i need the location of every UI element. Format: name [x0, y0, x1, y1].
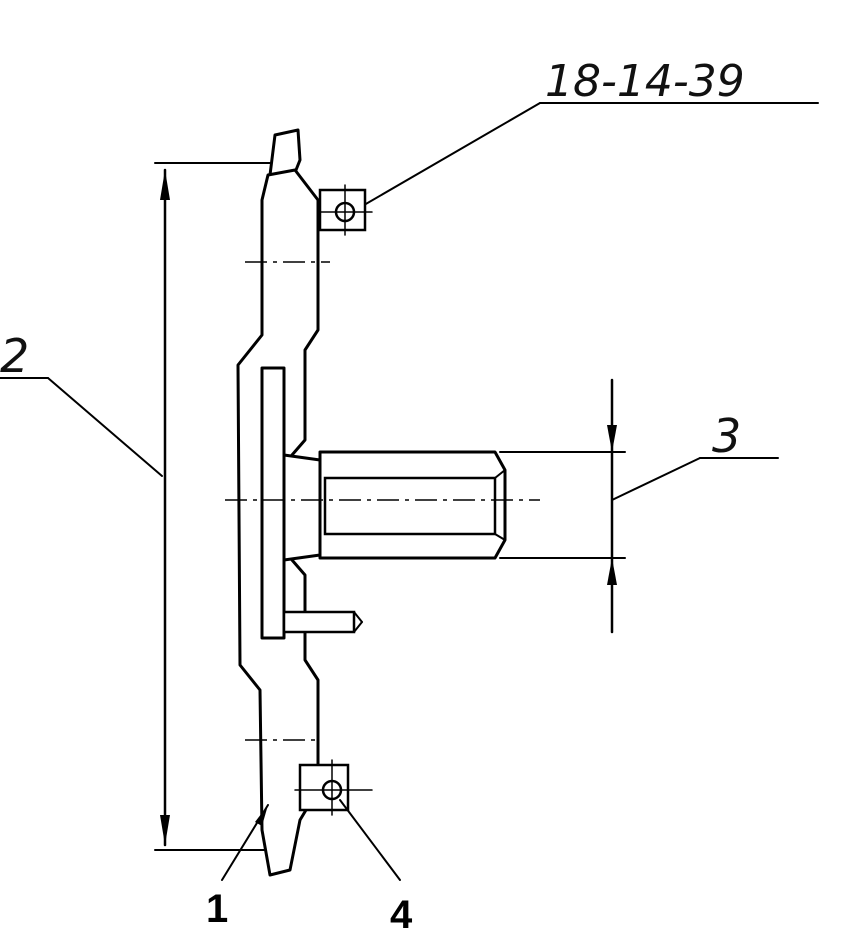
leader-1 [221, 804, 269, 881]
label-2: 2 [0, 329, 29, 383]
leader-2 [0, 377, 163, 477]
leader-part-code [351, 102, 819, 213]
lower-fastener [294, 759, 373, 816]
leader-3 [611, 457, 779, 501]
pin [282, 610, 363, 634]
height-dimension [154, 162, 271, 851]
hub-dimension [499, 378, 626, 634]
leader-4 [339, 799, 401, 881]
disc-body [236, 128, 322, 877]
label-4: 4 [390, 893, 413, 933]
upper-fastener [317, 184, 373, 236]
part-code-label: 18-14-39 [545, 56, 745, 107]
label-3: 3 [712, 409, 741, 463]
center-lines [225, 261, 540, 741]
label-1: 1 [206, 887, 228, 931]
hub-shaft [318, 450, 507, 560]
